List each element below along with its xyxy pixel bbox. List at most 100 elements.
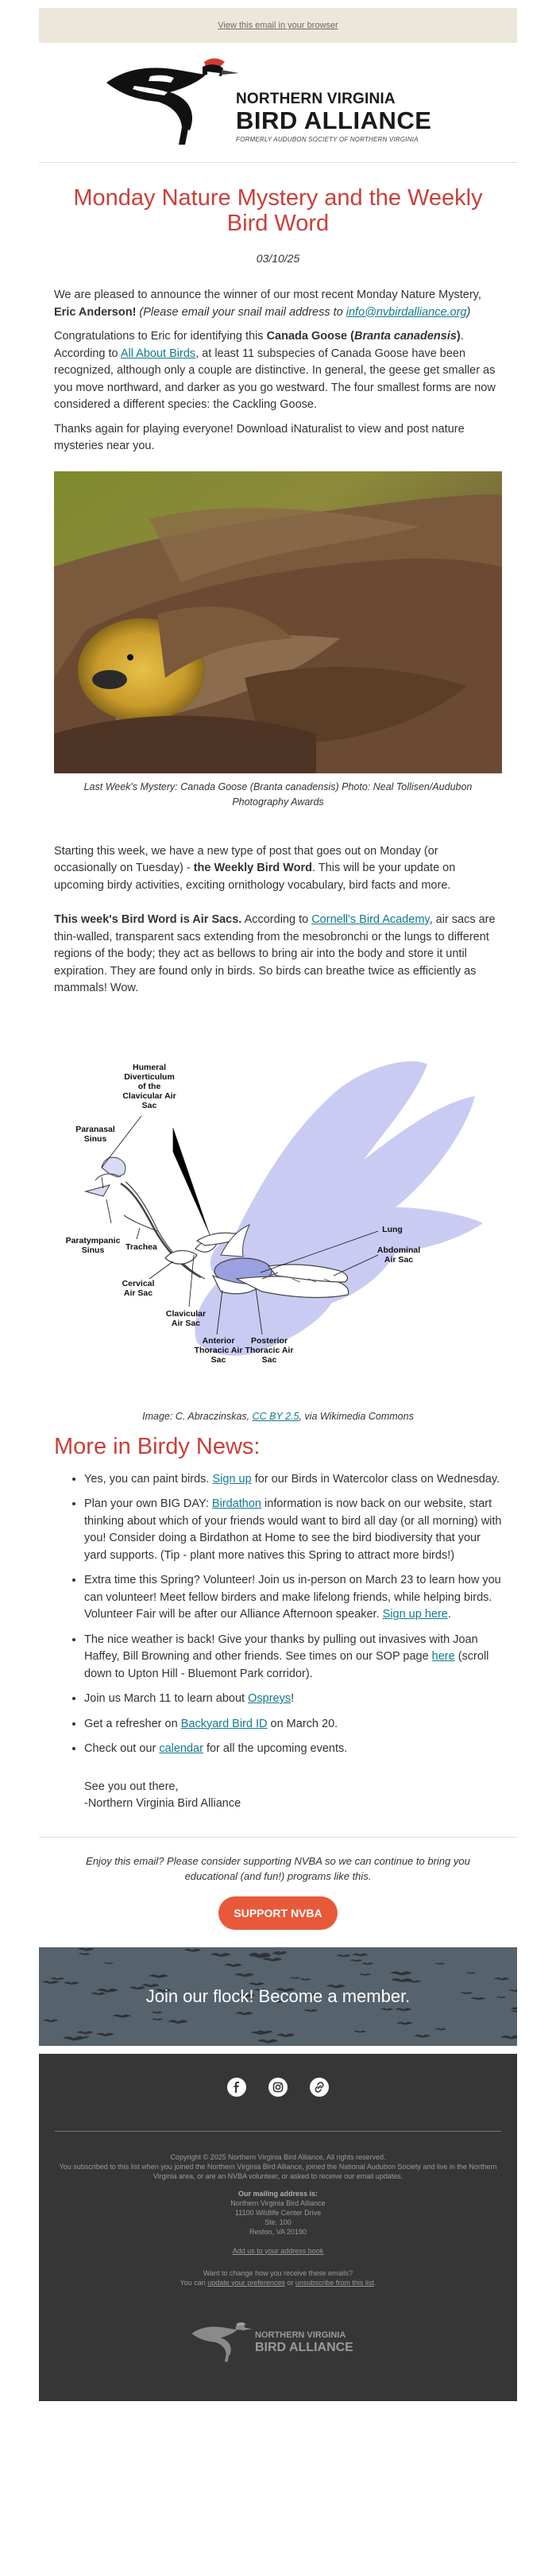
footer: Copyright © 2025 Northern Virginia Bird … xyxy=(39,2053,517,2401)
sop-page-link[interactable]: here xyxy=(431,1650,455,1663)
species-scientific-name: Branta canadensis xyxy=(353,330,457,343)
news-item: Get a refresher on Backyard Bird ID on M… xyxy=(84,1716,502,1733)
facebook-icon[interactable] xyxy=(226,2077,246,2097)
instagram-icon[interactable] xyxy=(268,2077,288,2097)
air-sac-diagram: Humeral Diverticulum of the Clavicular A… xyxy=(54,1009,502,1406)
flock-bird-shape xyxy=(352,1953,369,1956)
flock-bird-shape xyxy=(496,1996,507,1998)
footer-logo[interactable]: NORTHERN VIRGINIA BIRD ALLIANCE xyxy=(190,2308,380,2380)
flock-bird-shape xyxy=(271,1951,286,1955)
weekly-bird-word-emphasis: the Weekly Bird Word xyxy=(193,862,313,874)
flock-bird-shape xyxy=(275,1987,295,1992)
diagram-caption: Image: C. Abraczinskas, CC BY 2.5, via W… xyxy=(70,1409,486,1424)
birdathon-link[interactable]: Birdathon xyxy=(211,1497,261,1510)
news-list: Yes, you can paint birds. Sign up for ou… xyxy=(54,1471,502,1758)
support-text: Enjoy this email? Please consider suppor… xyxy=(86,1854,470,1882)
winner-name: Eric Anderson! xyxy=(54,305,137,319)
flock-bird-shape xyxy=(78,1947,95,1951)
flock-bird-shape xyxy=(407,1979,422,1983)
flock-bird-shape xyxy=(168,2019,188,2024)
calendar-link[interactable]: calendar xyxy=(159,1742,203,1755)
text-span: Join us March 11 to learn about xyxy=(84,1692,249,1705)
flock-bird-shape xyxy=(380,2008,394,2011)
logo-text-line1: NORTHERN VIRGINIA xyxy=(236,91,396,107)
watercolor-signup-link[interactable]: Sign up xyxy=(212,1472,252,1486)
flock-bird-shape xyxy=(141,1983,160,1987)
text-span: According to xyxy=(241,913,312,926)
flock-birds xyxy=(42,1947,517,2043)
news-item: Yes, you can paint birds. Sign up for ou… xyxy=(84,1471,502,1489)
flock-bird-shape xyxy=(500,2035,517,2039)
support-section: Enjoy this email? Please consider suppor… xyxy=(39,1836,517,1930)
article-title: Monday Nature Mystery and the Weekly Bir… xyxy=(73,185,483,236)
header-logo[interactable]: NORTHERN VIRGINIA BIRD ALLIANCE FORMERLY… xyxy=(39,43,517,162)
thanks-paragraph: Thanks again for playing everyone! Downl… xyxy=(54,422,465,453)
volunteer-signup-link[interactable]: Sign up here xyxy=(382,1608,448,1621)
footer-copyright: Copyright © 2025 Northern Virginia Bird … xyxy=(170,2152,386,2161)
flock-bird-shape xyxy=(460,1991,473,1994)
flock-bird-shape xyxy=(249,1952,271,1957)
woodpecker-logo-icon xyxy=(106,58,239,145)
footer-address-book: Add us to your address book xyxy=(55,2246,501,2256)
email-container: View this email in your browser NORTHERN… xyxy=(39,8,517,2401)
footer-subscribed-note: You subscribed to this list when you joi… xyxy=(59,2162,497,2180)
label-trachea: Trachea xyxy=(125,1242,157,1252)
flock-bird-shape xyxy=(391,1978,413,1982)
flock-bird-shape xyxy=(290,1976,300,1979)
backyard-bird-id-link[interactable]: Backyard Bird ID xyxy=(180,1717,268,1730)
update-preferences-link[interactable]: update your preferences xyxy=(207,2278,285,2287)
label-lung: Lung xyxy=(382,1224,403,1234)
flock-bird-shape xyxy=(155,1988,172,1992)
add-address-book-link[interactable]: Add us to your address book xyxy=(232,2246,324,2255)
label-paranasal-sinus: Paranasal Sinus xyxy=(75,1124,115,1144)
website-link-icon[interactable] xyxy=(310,2077,330,2097)
footer-address-line1: Northern Virginia Bird Alliance xyxy=(230,2198,326,2207)
article-date: 03/10/25 xyxy=(256,252,300,265)
unsubscribe-link[interactable]: unsubscribe from this list xyxy=(295,2278,374,2287)
news-item: Plan your own BIG DAY: Birdathon informa… xyxy=(84,1496,502,1564)
species-name: Canada Goose xyxy=(266,330,348,343)
flock-bird-shape xyxy=(78,1952,91,1955)
woodpecker-logo-icon xyxy=(191,2322,253,2362)
membership-banner-text: Join our flock! Become a member. xyxy=(145,1985,411,2006)
email-link[interactable]: info@nvbirdalliance.org xyxy=(346,305,467,319)
ospreys-link[interactable]: Ospreys xyxy=(248,1692,292,1705)
footer-change-options: You can update your preferences or unsub… xyxy=(55,2278,501,2287)
text-span: You can xyxy=(180,2278,208,2287)
flock-bird-shape xyxy=(326,1984,346,1988)
text-span: Extra time this Spring? Volunteer! Join … xyxy=(84,1574,501,1621)
species-paragraph: Congratulations to Eric for identifying … xyxy=(54,330,496,412)
mailing-heading-text: Our mailing address is: xyxy=(237,2189,319,2198)
footer-divider xyxy=(55,2130,501,2132)
view-in-browser-link[interactable]: View this email in your browser xyxy=(218,21,338,30)
label-clavicular-air-sac: Clavicular Air Sac xyxy=(165,1308,207,1328)
label-anterior-thoracic-air-sac: Anterior Thoracic Air Sac xyxy=(194,1335,243,1365)
text-span: . xyxy=(373,2278,376,2287)
flock-background-image xyxy=(39,1947,517,2046)
footer-address-line3: Ste. 100 xyxy=(264,2218,292,2226)
air-sac-bird-illustration xyxy=(83,1060,483,1356)
support-nvba-button[interactable]: SUPPORT NVBA xyxy=(218,1896,338,1930)
flock-bird-shape xyxy=(112,2013,131,2018)
flock-bird-shape xyxy=(510,2006,517,2010)
mystery-photo xyxy=(54,471,502,773)
flock-bird-shape xyxy=(306,1993,319,1996)
membership-banner[interactable]: Join our flock! Become a member. xyxy=(39,1947,517,2046)
text-span: Check out our xyxy=(84,1742,160,1755)
flock-bird-shape xyxy=(361,1962,374,1965)
text-span: (Please email your snail mail address to xyxy=(136,305,346,319)
text-span: , at least 11 subspecies of Canada Goose… xyxy=(54,347,496,412)
flock-bird-shape xyxy=(470,1997,486,2000)
cornell-bird-academy-link[interactable]: Cornell's Bird Academy xyxy=(311,913,430,926)
news-item: Extra time this Spring? Volunteer! Join … xyxy=(84,1572,502,1624)
flock-bird-shape xyxy=(494,1977,510,1981)
flock-bird-shape xyxy=(390,1970,412,1975)
label-abdominal-air-sac: Abdominal Air Sac xyxy=(376,1245,421,1265)
flock-bird-shape xyxy=(248,1981,265,1985)
flock-bird-shape xyxy=(76,2030,94,2034)
text-span: for all the upcoming events. xyxy=(203,1742,348,1755)
flock-bird-shape xyxy=(299,1978,311,1981)
all-about-birds-link[interactable]: All About Birds xyxy=(120,347,196,360)
cc-license-link[interactable]: CC BY 2.5 xyxy=(252,1410,299,1422)
text-span: We are pleased to announce the winner of… xyxy=(54,289,481,301)
